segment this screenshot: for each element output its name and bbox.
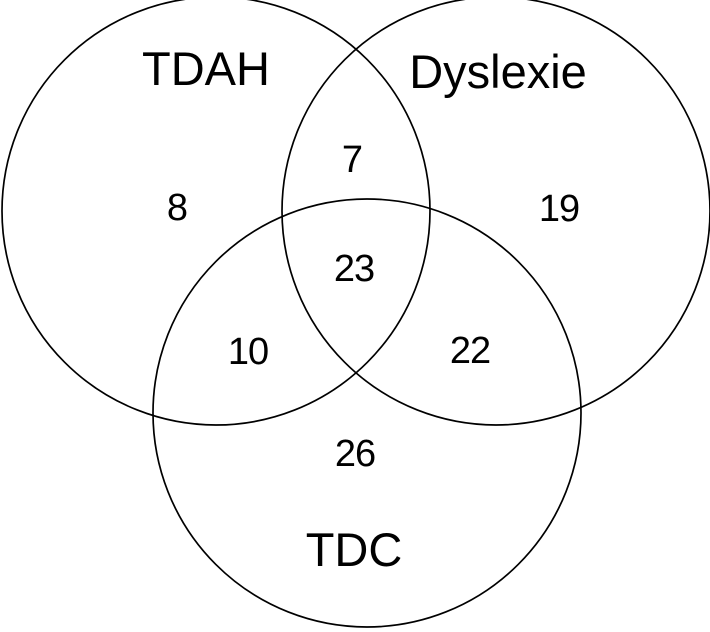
set-label-tdah: TDAH (142, 42, 270, 95)
circle-dyslexie (281, 0, 710, 426)
set-label-tdc: TDC (306, 523, 403, 576)
count-tdah-dyslexie: 7 (342, 139, 362, 181)
circle-tdc (152, 198, 582, 628)
circle-tdah (1, 0, 431, 426)
set-label-dyslexie: Dyslexie (409, 45, 587, 98)
count-dyslexie-tdc: 22 (450, 330, 490, 372)
count-tdah-only: 8 (167, 187, 187, 229)
count-dyslexie-only: 19 (539, 188, 579, 230)
count-tdah-dyslexie-tdc: 23 (334, 248, 374, 290)
count-tdah-tdc: 10 (228, 331, 268, 373)
count-tdc-only: 26 (335, 433, 375, 475)
